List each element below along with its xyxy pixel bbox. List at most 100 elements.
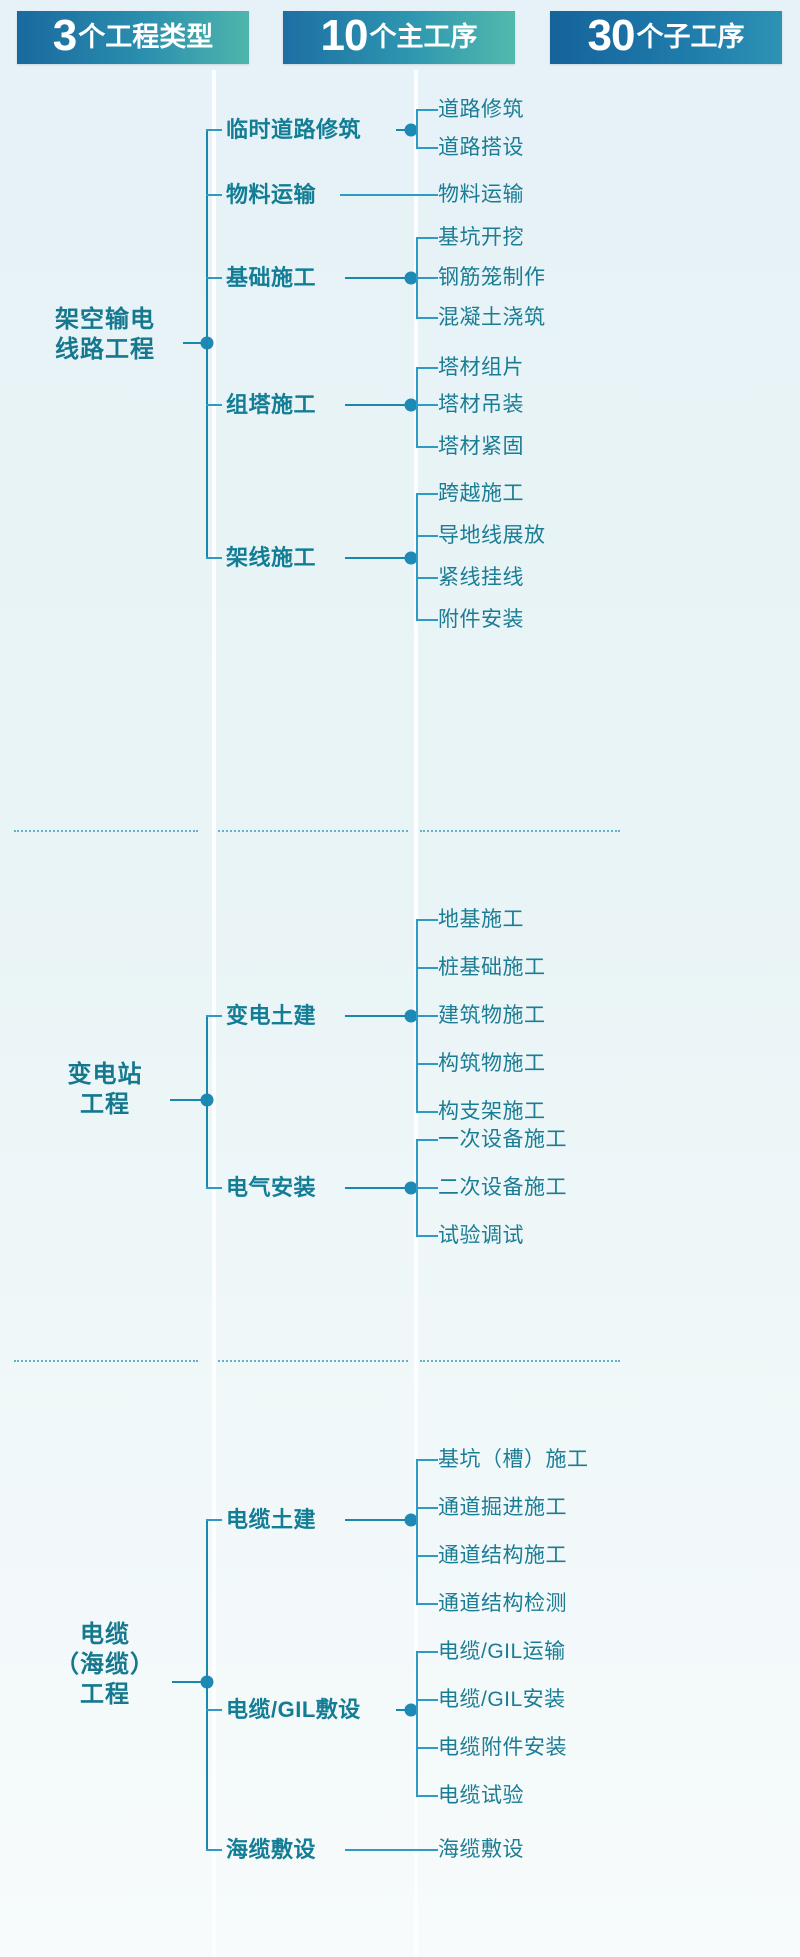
branch-stub-2-1-3 — [416, 1015, 438, 1017]
sub-process-1-3-3: 混凝土浇筑 — [438, 306, 546, 329]
branch-spine-1-1 — [416, 110, 418, 148]
header-text-3: 个子工序 — [636, 22, 745, 52]
stub-main-1-1 — [206, 129, 222, 131]
engineering-type-1: 架空输电 线路工程 — [10, 305, 200, 365]
branch-stub-2-1-1 — [416, 919, 438, 921]
sub-process-1-1-1: 道路修筑 — [438, 98, 524, 121]
connector-type2-trunk — [170, 1099, 213, 1101]
sub-process-3-2-3: 电缆附件安装 — [438, 1736, 567, 1759]
main-process-1-3: 基础施工 — [226, 265, 317, 290]
branch-stub-1-4-1 — [416, 367, 438, 369]
main-process-1-4: 组塔施工 — [226, 392, 317, 417]
branch-stub-3-1-1 — [416, 1459, 438, 1461]
sub-process-1-5-2: 导地线展放 — [438, 524, 546, 547]
sub-process-1-5-4: 附件安装 — [438, 608, 524, 631]
header-number-3: 30 — [587, 11, 636, 60]
spine-section-2 — [206, 1016, 208, 1188]
main-process-2-1: 变电土建 — [226, 1003, 317, 1028]
stub-main-1-5 — [206, 557, 222, 559]
branch-stub-3-2-2 — [416, 1699, 438, 1701]
header-badge-1: 3 个工程类型 — [17, 10, 249, 64]
branch-spine-1-4 — [416, 368, 418, 447]
branch-stub-2-2-2 — [416, 1187, 438, 1189]
sub-process-2-1-1: 地基施工 — [438, 908, 524, 931]
branch-stub-3-1-2 — [416, 1507, 438, 1509]
stub-main-1-4 — [206, 404, 222, 406]
header-cell-sub-processes: 30 个子工序 — [532, 0, 800, 70]
header-cell-main-processes: 10 个主工序 — [266, 0, 532, 70]
branch-stub-2-2-1 — [416, 1139, 438, 1141]
sub-process-2-1-2: 桩基础施工 — [438, 956, 546, 979]
sub-process-3-1-3: 通道结构施工 — [438, 1544, 567, 1567]
branch-stub-2-1-4 — [416, 1063, 438, 1065]
node-dot-1-1 — [404, 123, 418, 137]
sub-process-1-1-2: 道路搭设 — [438, 136, 524, 159]
connector-type3-trunk — [172, 1681, 213, 1683]
branch-stub-3-1-3 — [416, 1555, 438, 1557]
stub-main-1-3 — [206, 277, 222, 279]
engineering-type-1-line1: 架空输电 — [55, 306, 155, 333]
sub-process-1-4-2: 塔材吊装 — [438, 393, 524, 416]
sub-process-1-5-3: 紧线挂线 — [438, 566, 524, 589]
main-process-1-5: 架线施工 — [226, 545, 317, 570]
main-process-1-1: 临时道路修筑 — [226, 117, 362, 142]
branch-stub-3-1-4 — [416, 1603, 438, 1605]
node-dot-3-2 — [404, 1703, 418, 1717]
stub-main-2-1 — [206, 1015, 222, 1017]
branch-stub-1-3-3 — [416, 317, 438, 319]
engineering-type-1-line2: 线路工程 — [55, 336, 155, 363]
stub-main-3-3 — [206, 1849, 222, 1851]
branch-stub-1-4-2 — [416, 404, 438, 406]
sub-process-2-1-5: 构支架施工 — [438, 1100, 546, 1123]
engineering-type-2-line1: 变电站 — [67, 1061, 143, 1088]
sub-process-3-3-1: 海缆敷设 — [438, 1838, 524, 1861]
stub-main-1-2 — [206, 194, 222, 196]
engineering-type-3-line2: （海缆） — [55, 1651, 155, 1678]
branch-stub-1-3-1 — [416, 237, 438, 239]
sub-process-3-2-1: 电缆/GIL运输 — [438, 1640, 566, 1663]
node-dot-2-2 — [404, 1181, 418, 1195]
sub-process-2-2-2: 二次设备施工 — [438, 1176, 567, 1199]
branch-stub-1-1-1 — [416, 109, 438, 111]
connector-1-5-lead — [345, 557, 414, 559]
node-dot-3-1 — [404, 1513, 418, 1527]
sub-process-3-2-4: 电缆试验 — [438, 1784, 524, 1807]
sub-process-1-4-3: 塔材紧固 — [438, 435, 524, 458]
node-dot-2-1 — [404, 1009, 418, 1023]
branch-stub-1-5-1 — [416, 493, 438, 495]
sub-process-1-4-1: 塔材组片 — [438, 356, 524, 379]
section-divider-2-col3 — [420, 1360, 620, 1362]
branch-stub-3-2-3 — [416, 1747, 438, 1749]
engineering-type-3: 电缆 （海缆） 工程 — [10, 1620, 200, 1710]
sub-process-3-2-2: 电缆/GIL安装 — [438, 1688, 566, 1711]
sub-process-3-1-4: 通道结构检测 — [438, 1592, 567, 1615]
engineering-type-3-line3: 工程 — [80, 1681, 130, 1708]
section-divider-1-col3 — [420, 830, 620, 832]
engineering-type-2-line2: 工程 — [80, 1091, 130, 1118]
connector-type1-trunk — [183, 342, 213, 344]
spine-section-1 — [206, 130, 208, 558]
sub-process-2-2-3: 试验调试 — [438, 1224, 524, 1247]
node-dot-1-4 — [404, 398, 418, 412]
connector-3-3-long — [345, 1849, 438, 1851]
section-divider-2-col1 — [14, 1360, 198, 1362]
connector-2-2-lead — [345, 1187, 414, 1189]
branch-stub-2-2-3 — [416, 1235, 438, 1237]
branch-stub-1-3-2 — [416, 277, 438, 279]
branch-stub-3-2-1 — [416, 1651, 438, 1653]
engineering-type-3-line1: 电缆 — [80, 1621, 130, 1648]
stub-main-3-1 — [206, 1519, 222, 1521]
connector-3-1-lead — [345, 1519, 414, 1521]
column-separator-1 — [212, 70, 216, 1957]
header-text-1: 个工程类型 — [78, 22, 214, 52]
header-badge-2: 10 个主工序 — [283, 10, 515, 64]
branch-stub-1-5-3 — [416, 577, 438, 579]
engineering-type-2: 变电站 工程 — [10, 1060, 200, 1120]
branch-stub-1-1-2 — [416, 147, 438, 149]
header-text-2: 个主工序 — [369, 22, 478, 52]
header-number-2: 10 — [320, 11, 369, 60]
header-number-1: 3 — [52, 11, 78, 60]
branch-spine-1-5 — [416, 494, 418, 620]
sub-process-1-2-1: 物料运输 — [438, 183, 524, 206]
